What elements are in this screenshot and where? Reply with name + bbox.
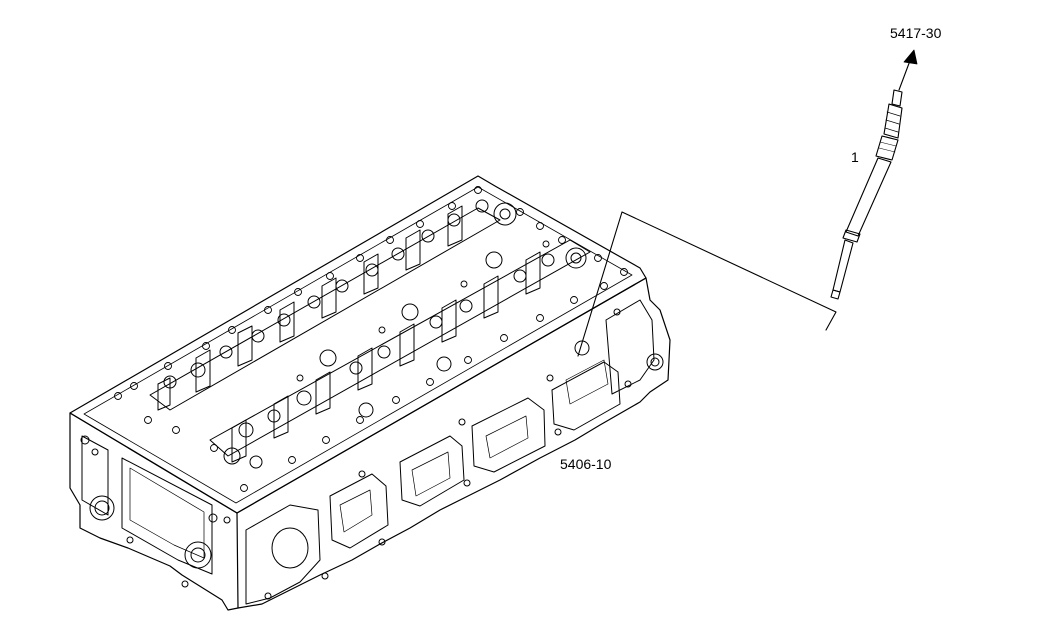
glow-plug-collar: [842, 229, 861, 243]
cylinder-head: [69, 175, 671, 611]
valve-pockets-row-2: [209, 239, 591, 469]
leader-line: [577, 211, 837, 357]
glow-plug: [830, 89, 903, 300]
part-reference-top-label: 5417-30: [890, 25, 942, 41]
cylinder-head-side-face: [236, 277, 671, 609]
end-face-details: [80, 435, 231, 588]
reference-arrow: [898, 49, 918, 91]
glow-plug-hex: [883, 103, 903, 139]
glow-plug-terminal: [891, 89, 903, 107]
part-reference-bottom-label: 5406-10: [560, 456, 612, 472]
cylinder-head-top-rim: [83, 186, 633, 504]
valve-pockets-row-1: [149, 199, 517, 411]
glow-plug-thread: [875, 135, 899, 161]
callout-number-label: 1: [851, 149, 859, 165]
glow-plug-shank: [845, 157, 892, 237]
side-face-ports: [245, 299, 664, 605]
glow-plug-heater-tip: [832, 239, 854, 293]
rim-bolt-holes: [114, 186, 628, 492]
arrow-head-icon: [903, 49, 918, 65]
